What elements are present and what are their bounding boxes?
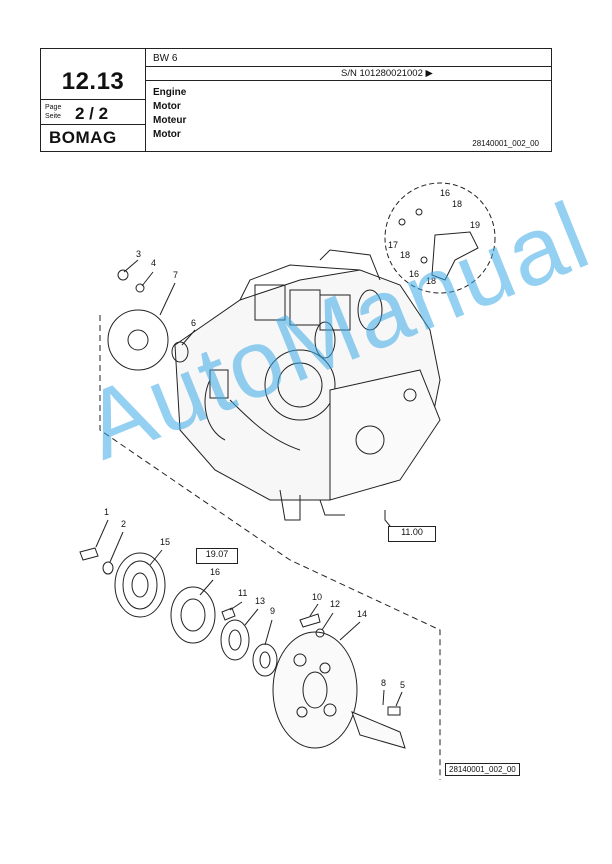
callout-label: 18 — [452, 199, 462, 209]
divider — [41, 99, 145, 100]
callout-label: 18 — [400, 250, 410, 260]
callout-label: 1 — [104, 507, 109, 517]
callout-label: 18 — [426, 276, 436, 286]
callout-label: 8 — [381, 678, 386, 688]
parts-header: 12.13 Page Seite 2 / 2 BOMAG BW 6 S/N 10… — [40, 48, 552, 152]
divider — [145, 66, 551, 67]
serial-number: S/N 101280021002 ▶ — [341, 68, 433, 79]
title-de: Motor — [153, 101, 181, 112]
title-en: Engine — [153, 87, 187, 98]
drawing-reference: 28140001_002_00 — [445, 763, 520, 776]
divider — [41, 124, 145, 125]
callout-label: 4 — [151, 258, 156, 268]
callout-label: 10 — [312, 592, 322, 602]
callout-label: 11 — [238, 588, 247, 598]
callout-label: 12 — [330, 599, 340, 609]
header-left-cell: 12.13 Page Seite 2 / 2 BOMAG — [41, 49, 146, 151]
callout-label: 16 — [210, 567, 220, 577]
model-name: BW 6 — [153, 53, 178, 64]
callout-label: 19 — [470, 220, 480, 230]
callout-label: 14 — [357, 609, 367, 619]
callout-label: 9 — [270, 606, 275, 616]
title-es: Motor — [153, 129, 181, 140]
callout-label: 13 — [255, 596, 265, 606]
exploded-engine-drawing: 3 4 7 6 16 18 17 18 19 16 18 1 2 15 16 1… — [79, 182, 496, 780]
reference-box: 11.00 — [388, 526, 436, 542]
callout-label: 16 — [409, 269, 419, 279]
seite-label: Seite — [45, 113, 61, 120]
callout-label: 17 — [388, 240, 398, 250]
callout-label: 15 — [160, 537, 170, 547]
callout-label: 6 — [191, 318, 196, 328]
reference-box: 19.07 — [196, 548, 238, 564]
callout-label: 16 — [440, 188, 450, 198]
divider — [145, 80, 551, 81]
title-fr: Moteur — [153, 115, 187, 126]
section-titles: Engine Motor Moteur Motor — [153, 86, 186, 142]
page-number: 2 / 2 — [75, 104, 109, 123]
callout-label: 3 — [136, 249, 141, 259]
page-label: Page — [45, 104, 62, 111]
callout-label: 7 — [173, 270, 178, 280]
section-number: 12.13 — [61, 68, 125, 95]
bomag-logo: BOMAG — [49, 128, 117, 147]
callout-label: 2 — [121, 519, 126, 529]
document-reference: 28140001_002_00 — [472, 139, 539, 148]
callout-label: 5 — [400, 680, 405, 690]
